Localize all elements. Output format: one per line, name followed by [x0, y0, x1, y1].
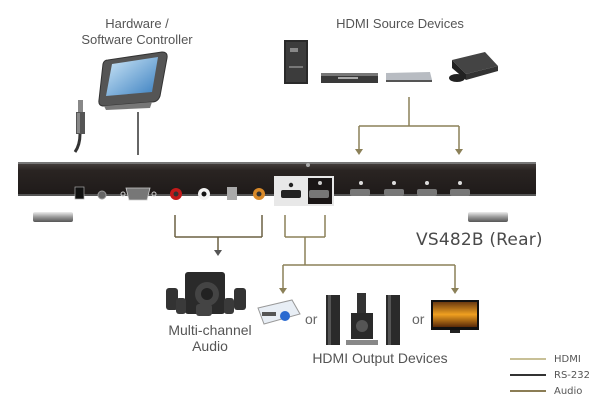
arrow-head — [455, 149, 463, 155]
arrow-head — [214, 250, 222, 256]
hdmi-sources-label: HDMI Source Devices — [336, 16, 464, 31]
or-label-2: or — [412, 311, 425, 327]
legend-label-hdmi: HDMI — [554, 353, 581, 365]
audio-output-connection — [174, 215, 263, 252]
arrow-head — [355, 149, 363, 155]
or-label-1: or — [305, 311, 318, 327]
legend-item-audio: Audio — [510, 384, 582, 398]
projector-icon — [257, 299, 301, 325]
hdmi-outputs-label: HDMI Output Devices — [312, 350, 448, 366]
dvd-player-icon — [321, 73, 378, 83]
legend-swatch-hdmi — [510, 358, 546, 360]
hdmi-input-connection — [358, 97, 460, 152]
legend-item-rs232: RS-232 — [510, 368, 590, 382]
set-top-box-icon — [386, 72, 432, 82]
audio-label-line-2: Audio — [192, 338, 228, 354]
controller-label-line-1: Hardware / — [105, 16, 169, 31]
legend-swatch-audio — [510, 390, 546, 392]
game-console-icon — [449, 52, 498, 82]
audio-label-line-1: Multi-channel — [168, 322, 252, 338]
legend-label-audio: Audio — [554, 385, 583, 397]
legend-swatch-rs232 — [510, 374, 546, 376]
audio-label: Multi-channel Audio — [155, 322, 265, 354]
home-theater-icon — [326, 293, 400, 345]
controller-label: Hardware / Software Controller — [62, 16, 212, 48]
arrow-head — [451, 288, 459, 294]
arrow-head — [279, 288, 287, 294]
device-model-label: VS482B (Rear) — [416, 230, 543, 250]
controller-label-line-2: Software Controller — [81, 32, 193, 47]
touch-panel-controller-icon — [98, 51, 168, 110]
power-adapter-icon — [73, 100, 85, 153]
legend-label-rs232: RS-232 — [554, 369, 590, 381]
legend-item-hdmi: HDMI — [510, 352, 581, 366]
pc-tower-icon — [284, 40, 308, 84]
hdmi-output-connection — [282, 215, 456, 290]
multichannel-speakers-icon — [166, 272, 246, 316]
vs482b-rear-panel — [18, 162, 536, 222]
tv-icon — [431, 300, 479, 333]
